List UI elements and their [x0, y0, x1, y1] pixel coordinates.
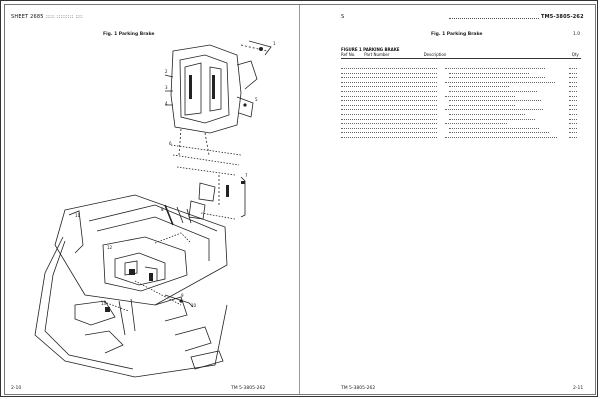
right-page: S TM5-3805-262 Fig. 1 Parking Brake 1.0 … — [301, 5, 595, 394]
left-figure-title: Fig. 1 Parking Brake — [103, 32, 155, 37]
column-ref-no: Ref No. — [341, 52, 356, 57]
list-item — [341, 116, 581, 121]
right-figure-title: Fig. 1 Parking Brake — [431, 32, 483, 37]
list-item — [341, 129, 581, 134]
callout-number: 4 — [165, 101, 168, 106]
right-page-number: 2-11 — [573, 386, 584, 391]
right-page-tm-number: TM 5-3805-262 — [341, 386, 376, 391]
left-page: SHEET 2685 ::::: ::::::::: :::: Fig. 1 P… — [5, 5, 300, 394]
parts-table-title: FIGURE 1 PARKING BRAKE — [341, 47, 400, 52]
left-page-header: SHEET 2685 ::::: ::::::::: :::: — [11, 14, 83, 20]
list-item — [341, 88, 581, 93]
callout-number: 7 — [245, 173, 248, 178]
list-item — [341, 102, 581, 107]
column-description: Description — [423, 52, 447, 57]
header-dot-leader — [449, 18, 539, 21]
page-spread: SHEET 2685 ::::: ::::::::: :::: Fig. 1 P… — [4, 4, 596, 395]
exploded-parts-illustration: 1 2 3 4 5 6 7 8 9 10 11 12 13 — [34, 40, 276, 378]
list-item — [341, 111, 581, 116]
list-item — [341, 134, 581, 139]
list-item — [341, 93, 581, 98]
callout-number: 13 — [101, 301, 107, 306]
left-page-tm-number: TM 5-3805-262 — [231, 386, 266, 391]
list-item — [341, 70, 581, 75]
parts-list — [341, 65, 581, 139]
callout-number: 5 — [255, 97, 258, 102]
list-item — [341, 120, 581, 125]
callout-number: 2 — [165, 69, 168, 74]
list-item — [341, 106, 581, 111]
right-page-marker: 1.0 — [573, 32, 581, 37]
callout-number: 1 — [273, 41, 276, 46]
list-item — [341, 97, 581, 102]
list-item — [341, 79, 581, 84]
callout-number: 8 — [161, 207, 164, 212]
parts-table-header: FIGURE 1 PARKING BRAKE Ref No. Part Numb… — [341, 47, 581, 59]
callout-number: 12 — [107, 245, 113, 250]
callout-number: 3 — [165, 85, 168, 90]
callout-number: 11 — [75, 213, 81, 218]
column-qty: Qty — [571, 52, 579, 57]
right-page-header-left: S — [341, 14, 345, 20]
callout-number: 6 — [169, 141, 172, 146]
left-page-number: 2-10 — [11, 386, 22, 391]
list-item — [341, 125, 581, 130]
list-item — [341, 65, 581, 70]
callout-number: 10 — [191, 303, 197, 308]
list-item — [341, 74, 581, 79]
right-page-header-tm: TM5-3805-262 — [541, 14, 584, 20]
column-part-number: Part Number — [364, 52, 390, 57]
list-item — [341, 83, 581, 88]
callout-number: 9 — [181, 293, 184, 298]
